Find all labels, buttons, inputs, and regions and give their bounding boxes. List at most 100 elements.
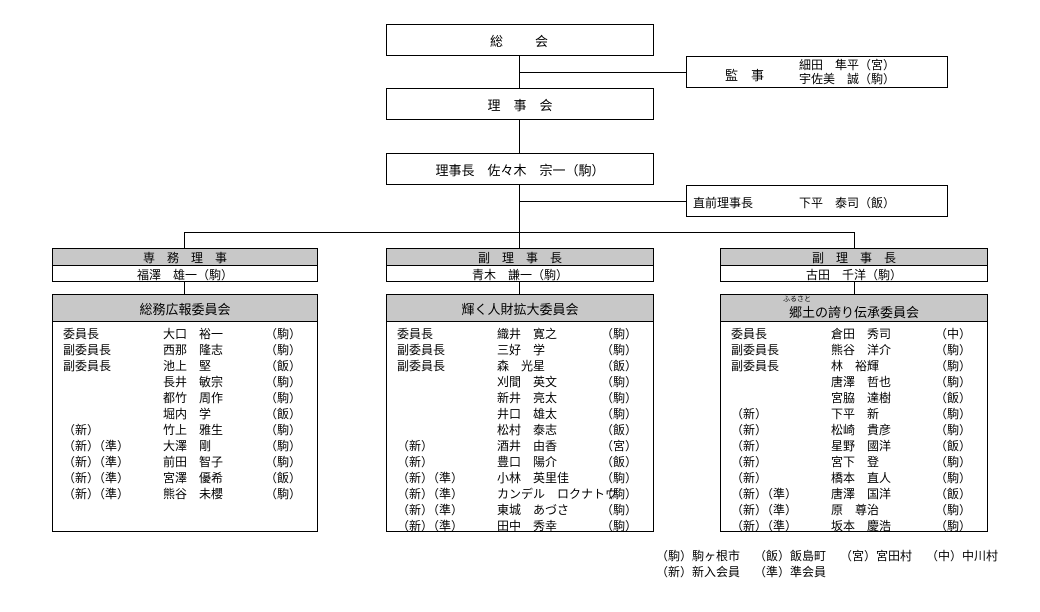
committee-member-row: 副委員長 熊谷 洋介 （駒） — [721, 342, 987, 358]
committee-member-row: 委員長大口 裕一（駒） — [53, 326, 317, 342]
member-area: （駒） — [934, 503, 971, 517]
member-name: 東城 あづさ — [497, 503, 570, 517]
member-area: （飯） — [264, 407, 301, 421]
member-area: （駒） — [934, 359, 971, 373]
committee-member-row: 委員長織井 寛之（駒） — [387, 326, 653, 342]
officer-title: 専 務 理 事 — [53, 249, 317, 266]
board-label: 理 事 会 — [487, 98, 553, 114]
member-area: （駒） — [264, 423, 301, 437]
legend-item: （飯）飯島町 — [754, 549, 827, 563]
member-area: （飯） — [600, 359, 637, 373]
committee-member-row: （新）（準）小林 英里佳（駒） — [387, 470, 653, 486]
legend-item: （宮）宮田村 — [840, 549, 913, 563]
member-area: （飯） — [264, 359, 301, 373]
member-role: 副委員長 — [731, 359, 780, 373]
committee-member-row: （新）（準） 東城 あづさ （駒） — [387, 502, 653, 518]
committee-title-text: 輝く人財拡大委員会 — [461, 302, 579, 318]
committee-member-row: （新）星野 國洋（飯） — [721, 438, 987, 454]
member-role: （新） — [731, 423, 768, 437]
chairman-box: 理事長 佐々木 宗一（駒） — [386, 153, 654, 185]
committee-member-row: （新）（準）唐澤 国洋（飯） — [721, 486, 987, 502]
member-role: （新）（準） — [63, 439, 130, 453]
connector-chair-down — [519, 185, 521, 232]
committee-member-row: 宮脇 達樹（飯） — [721, 390, 987, 406]
member-role: （新）（準） — [397, 503, 464, 517]
connector-committee-3 — [854, 282, 856, 294]
committee-member-row: 副委員長森 光星（飯） — [387, 358, 653, 374]
officer-box-vice-chair-2: 副 理 事 長 古田 千洋（駒） — [720, 248, 988, 282]
auditor-names: 細田 隼平（宮） 宇佐美 誠（駒） — [799, 58, 895, 86]
member-role: （新） — [731, 439, 768, 453]
member-role: （新） — [731, 407, 768, 421]
member-area: （駒） — [600, 471, 637, 485]
member-name: 竹上 雅生 — [163, 423, 224, 437]
member-area: （飯） — [600, 455, 637, 469]
committee-member-row: 堀内 学 （飯） — [53, 406, 317, 422]
connector-committee-2 — [519, 282, 521, 294]
connector-committee-1 — [184, 282, 186, 294]
member-area: （飯） — [264, 471, 301, 485]
member-role: （新）（準） — [731, 487, 798, 501]
connector-past-chair — [519, 201, 686, 203]
member-name: 刈間 英文 — [497, 375, 558, 389]
officer-box-executive-director: 専 務 理 事 福澤 雄一（駒） — [52, 248, 318, 282]
member-area: （駒） — [600, 503, 637, 517]
member-area: （中） — [934, 327, 971, 341]
member-area: （飯） — [934, 487, 971, 501]
member-role: 副委員長 — [63, 359, 112, 373]
member-name: 唐澤 哲也 — [831, 375, 892, 389]
member-name: 坂本 慶浩 — [831, 519, 892, 533]
member-area: （駒） — [934, 519, 971, 533]
committee-title: 輝く人財拡大委員会 — [387, 295, 653, 322]
officer-name: 青木 謙一（駒） — [471, 267, 568, 282]
committee-member-row: 刈間 英文 （駒） — [387, 374, 653, 390]
past-chairman-name: 下平 泰司（飯） — [799, 196, 896, 210]
member-name: 森 光星 — [497, 359, 546, 373]
member-area: （駒） — [600, 375, 637, 389]
member-role: （新） — [731, 471, 768, 485]
committee-member-row: 副委員長三好 学（駒） — [387, 342, 653, 358]
member-area: （駒） — [934, 375, 971, 389]
member-area: （駒） — [600, 327, 637, 341]
committee-member-row: （新）（準）カンデル ロクナトウ（駒） — [387, 486, 653, 502]
legend-item: （新）新入会員 — [656, 565, 741, 579]
member-area: （飯） — [600, 423, 637, 437]
member-name: 熊谷 未櫻 — [163, 487, 224, 501]
legend-line-2: （新）新入会員（準）準会員 — [656, 564, 1012, 580]
member-area: （駒） — [934, 455, 971, 469]
member-name: 三好 学 — [497, 343, 546, 357]
connector-board-chair — [519, 120, 521, 153]
auditor-title: 監 事 — [725, 69, 765, 84]
committee-member-row: （新）（準）原 尊治（駒） — [721, 502, 987, 518]
member-area: （駒） — [600, 519, 637, 533]
past-chairman-title: 直前理事長 — [693, 196, 754, 210]
member-role: 委員長 — [731, 327, 768, 341]
legend: （駒）駒ヶ根市（飯）飯島町（宮）宮田村（中）中川村 （新）新入会員（準）準会員 — [656, 548, 1012, 580]
member-role: 副委員長 — [63, 343, 112, 357]
member-role: （新）（準） — [63, 487, 130, 501]
committee-member-row: （新）（準）坂本 慶浩（駒） — [721, 518, 987, 534]
auditor-name-2: 宇佐美 誠（駒） — [799, 72, 896, 86]
member-name: 大口 裕一 — [163, 327, 224, 341]
general-meeting-label: 総 会 — [489, 34, 550, 50]
member-role: （新）（準） — [731, 503, 798, 517]
member-name: 堀内 学 — [163, 407, 212, 421]
member-area: （宮） — [600, 439, 637, 453]
member-role: 副委員長 — [731, 343, 780, 357]
committee-member-row: （新）（準）宮澤 優希（飯） — [53, 470, 317, 486]
member-area: （駒） — [600, 407, 637, 421]
officer-title: 副 理 事 長 — [721, 249, 987, 266]
member-name: 熊谷 洋介 — [831, 343, 892, 357]
member-name: 西那 隆志 — [163, 343, 224, 357]
member-role: （新） — [397, 455, 434, 469]
member-role: （新） — [63, 423, 100, 437]
committee-member-row: 副委員長池上 堅（飯） — [53, 358, 317, 374]
connector-officer-1 — [184, 232, 186, 248]
member-role: 副委員長 — [397, 343, 446, 357]
committee-member-row: 唐澤 哲也 （駒） — [721, 374, 987, 390]
member-area: （駒） — [934, 343, 971, 357]
member-name: 倉田 秀司 — [831, 327, 892, 341]
member-area: （駒） — [934, 407, 971, 421]
officer-title: 副 理 事 長 — [387, 249, 653, 266]
connector-officer-3 — [854, 232, 856, 248]
